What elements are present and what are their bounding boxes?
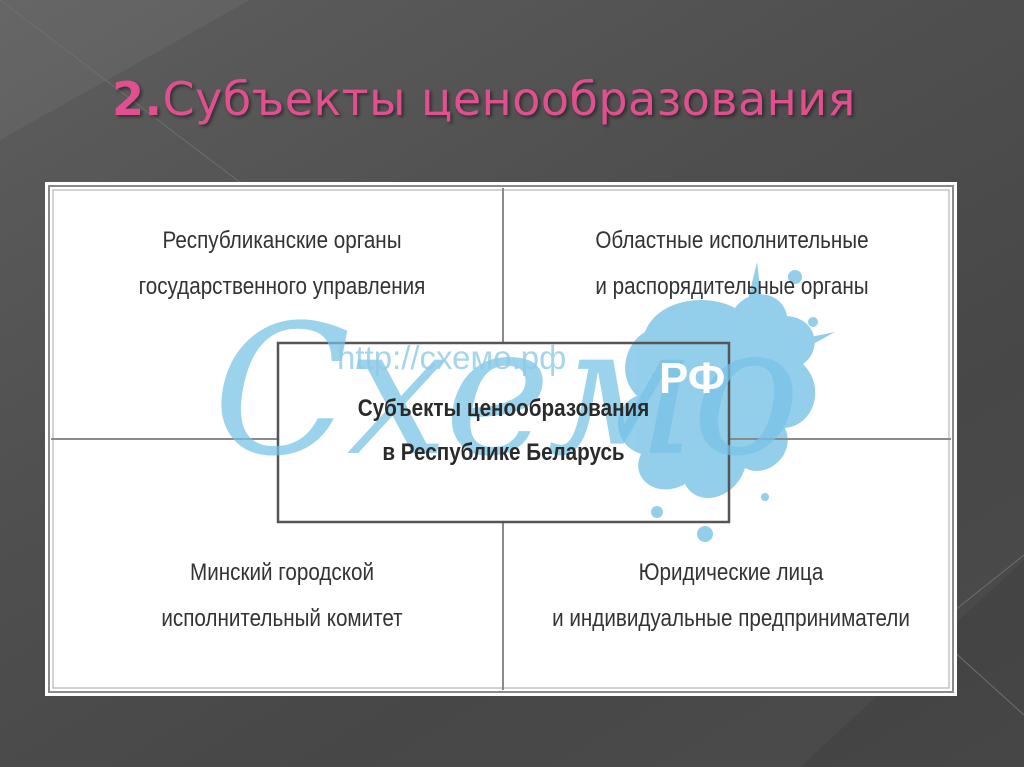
watermark-logo: Схемо: [213, 287, 800, 496]
pricing-subjects-diagram: Схемо http://схемо.рф РФ Республиканские…: [45, 182, 957, 696]
block-minsk-committee: Минский городской исполнительный комитет: [92, 550, 472, 642]
block-line: и распорядительные органы: [595, 273, 869, 300]
block-line: и индивидуальные предприниматели: [552, 605, 910, 632]
block-line: исполнительный комитет: [161, 605, 403, 632]
block-line: Минский городской: [190, 559, 374, 586]
center-block: Субъекты ценообразования в Республике Бе…: [278, 343, 729, 522]
center-block-text: Субъекты ценообразования в Республике Бе…: [310, 387, 698, 475]
block-line: государственного управления: [138, 273, 426, 300]
slide-title-number: 2.: [112, 72, 163, 126]
block-line: Юридические лица: [638, 559, 824, 586]
block-legal-entities: Юридические лица и индивидуальные предпр…: [535, 550, 927, 642]
watermark-badge: РФ: [659, 354, 726, 403]
watermark-splash: [617, 262, 835, 542]
watermark-url: http://схемо.рф: [337, 339, 567, 376]
center-line: Субъекты ценообразования: [357, 395, 650, 422]
block-line: Республиканские органы: [162, 227, 402, 254]
block-republican-bodies: Республиканские органы государственного …: [92, 218, 472, 310]
diagram-frame: [48, 185, 954, 693]
block-line: Областные исполнительные: [595, 227, 869, 254]
block-regional-bodies: Областные исполнительные и распорядитель…: [542, 218, 922, 310]
center-line: в Республике Беларусь: [382, 439, 625, 466]
slide-title-text: Субъекты ценообразования: [162, 72, 856, 126]
slide-title: 2.Субъекты ценообразования: [112, 72, 856, 126]
